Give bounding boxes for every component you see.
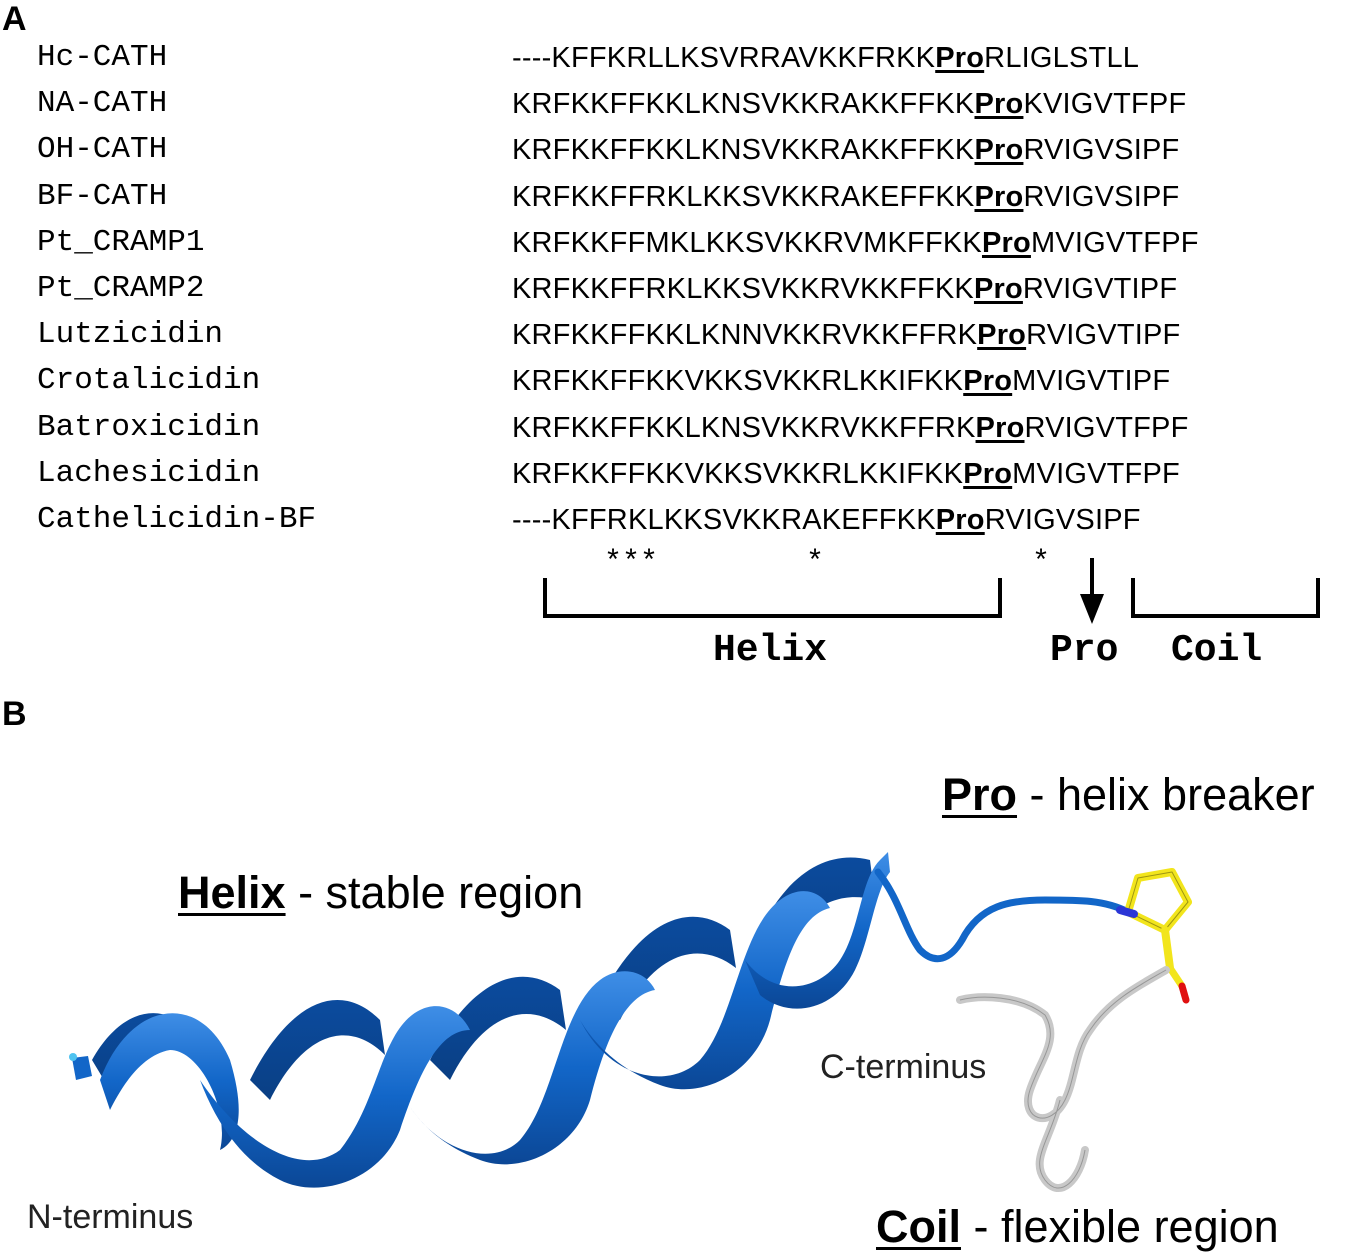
- pro-region-label: Pro: [1050, 629, 1119, 672]
- sequence-name: NA-CATH: [37, 86, 168, 122]
- sequence-suffix: MVIGVTFPF: [1030, 226, 1199, 259]
- sequence-suffix: RVIGVTIPF: [1026, 319, 1181, 352]
- sequence-prefix: KRFKKFFKKLKNSVKKRVKKFFRK: [512, 411, 976, 444]
- sequence-prefix: KRFKKFFKKLKNSVKKRAKKFFKK: [512, 134, 975, 167]
- proline-residue-label: Pro: [963, 365, 1013, 398]
- helix-annotation-text: - stable region: [285, 867, 584, 918]
- n-terminus-label: N-terminus: [27, 1198, 194, 1236]
- sequence-prefix: ----KFFRKLKKSVKKRAKEFFKK: [512, 504, 936, 536]
- sequence-name: Crotalicidin: [37, 363, 261, 399]
- sequence-suffix: RVIGVTFPF: [1024, 411, 1189, 444]
- sequence-suffix: MVIGVTIPF: [1012, 365, 1171, 398]
- helix-region-label: Helix: [713, 629, 828, 672]
- sequence-suffix: RVIGVSIPF: [1023, 180, 1180, 213]
- sequence-residues: ----KFFKRLLKSVRRAVKKFRKKProRLIGLSTLL: [512, 38, 1139, 78]
- sequence-name: Lutzicidin: [37, 317, 224, 353]
- sequence-name: Lachesicidin: [37, 455, 261, 491]
- helix-annotation: Helix - stable region: [178, 870, 583, 915]
- sequence-residues: KRFKKFFKKLKNNVKKRVKKFFRKProRVIGVTIPF: [512, 315, 1180, 355]
- proline-residue-label: Pro: [974, 134, 1024, 167]
- proline-residue-label: Pro: [973, 273, 1023, 305]
- sequence-residues: KRFKKFFKKVKKSVKKRLKKIFKKProMVIGVTIPF: [512, 361, 1170, 401]
- sequence-residues: KRFKKFFRKLKKSVKKRVKKFFKKProRVIGVTIPF: [512, 269, 1177, 309]
- sequence-name: BF-CATH: [37, 178, 168, 214]
- sequence-name: Pt_CRAMP1: [37, 224, 205, 260]
- pro-arrow: [1080, 558, 1104, 624]
- coil-annotation-key: Coil: [876, 1201, 961, 1252]
- proline-residue-label: Pro: [963, 457, 1013, 490]
- sequence-suffix: RVIGVSIPF: [984, 504, 1141, 536]
- sequence-residues: KRFKKFFMKLKKSVKKRVMKFFKKProMVIGVTFPF: [512, 223, 1199, 263]
- helix-ribbon: [69, 852, 890, 1188]
- proline-residue-label: Pro: [935, 504, 985, 536]
- sequence-residues: KRFKKFFRKLKKSVKKRAKEFFKKProRVIGVSIPF: [512, 177, 1179, 217]
- sequence-prefix: KRFKKFFMKLKKSVKKRVMKFFKK: [512, 226, 982, 259]
- loop-tube: [874, 868, 1132, 963]
- sequence-prefix: KRFKKFFKKLKNNVKKRVKKFFRK: [512, 319, 978, 352]
- sequence-name: OH-CATH: [37, 132, 168, 168]
- sequence-suffix: RVIGVTIPF: [1022, 273, 1178, 305]
- proline-residue-label: Pro: [975, 411, 1025, 444]
- proline-residue-label: Pro: [981, 226, 1031, 259]
- sequence-residues: ----KFFRKLKKSVKKRAKEFFKKProRVIGVSIPF: [512, 500, 1141, 540]
- coil-region-label: Coil: [1171, 629, 1263, 672]
- pro-annotation: Pro - helix breaker: [942, 772, 1315, 817]
- sequence-residues: KRFKKFFKKLKNSVKKRAKKFFKKProRVIGVSIPF: [512, 130, 1179, 170]
- sequence-residues: KRFKKFFKKLKNSVKKRAKKFFKKProKVIGVTFPF: [512, 84, 1186, 124]
- coil-tube: [956, 966, 1170, 1192]
- helix-annotation-key: Helix: [178, 867, 286, 918]
- coil-bracket: [1131, 578, 1320, 618]
- sequence-name: Pt_CRAMP2: [37, 271, 205, 306]
- helix-bracket: [543, 578, 1002, 618]
- pro-annotation-key: Pro: [942, 769, 1018, 820]
- sequence-suffix: RVIGVSIPF: [1023, 134, 1180, 167]
- proline-residue-label: Pro: [974, 180, 1024, 213]
- sequence-prefix: ----KFFKRLLKSVRRAVKKFRKK: [512, 42, 936, 74]
- pro-annotation-text: - helix breaker: [1017, 769, 1315, 820]
- sequence-prefix: KRFKKFFRKLKKSVKKRAKEFFKK: [512, 180, 975, 213]
- sequence-name: Cathelicidin-BF: [37, 502, 317, 537]
- sequence-suffix: KVIGVTFPF: [1023, 88, 1187, 121]
- c-terminus-label: C-terminus: [820, 1048, 987, 1086]
- sequence-residues: KRFKKFFKKVKKSVKKRLKKIFKKProMVIGVTFPF: [512, 454, 1180, 494]
- panel-b-label: B: [2, 695, 27, 733]
- coil-annotation: Coil - flexible region: [876, 1204, 1279, 1249]
- proline-residue-label: Pro: [935, 42, 985, 74]
- sequence-suffix: RLIGLSTLL: [984, 42, 1140, 74]
- proline-residue: [1116, 868, 1192, 1004]
- sequence-prefix: KRFKKFFKKVKKSVKKRLKKIFKK: [512, 365, 964, 398]
- proline-residue-label: Pro: [974, 88, 1024, 121]
- coil-annotation-text: - flexible region: [961, 1201, 1279, 1252]
- sequence-name: Hc-CATH: [37, 40, 168, 75]
- proline-residue-label: Pro: [977, 319, 1027, 352]
- sequence-prefix: KRFKKFFRKLKKSVKKRVKKFFKK: [512, 273, 974, 305]
- sequence-suffix: MVIGVTFPF: [1012, 457, 1180, 490]
- sequence-prefix: KRFKKFFKKLKNSVKKRAKKFFKK: [512, 88, 975, 121]
- conservation-stars-1: ***: [604, 546, 659, 580]
- panel-a-label: A: [2, 0, 27, 38]
- sequence-residues: KRFKKFFKKLKNSVKKRVKKFFRKProRVIGVTFPF: [512, 408, 1189, 448]
- conservation-stars-3: *: [1032, 546, 1051, 580]
- sequence-name: Batroxicidin: [37, 409, 261, 445]
- sequence-prefix: KRFKKFFKKVKKSVKKRLKKIFKK: [512, 457, 964, 490]
- conservation-stars-2: *: [806, 546, 825, 580]
